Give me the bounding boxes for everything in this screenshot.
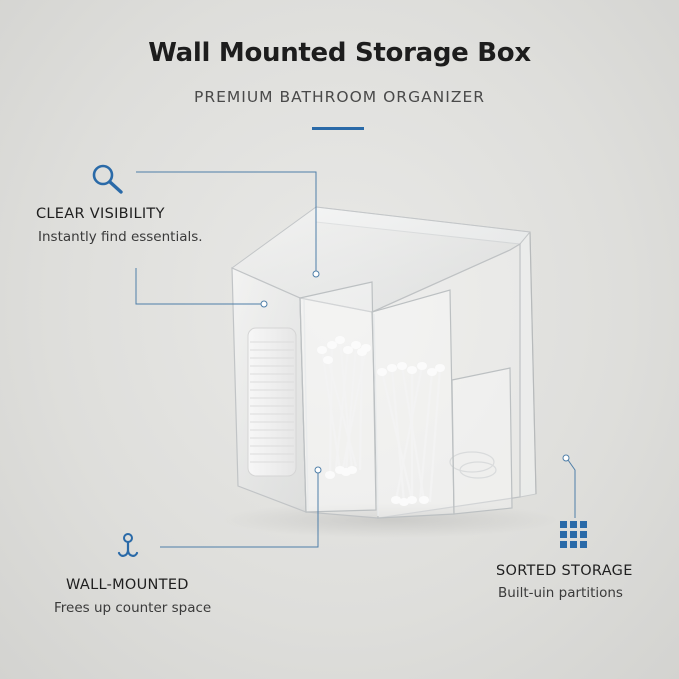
callout-line-wall-mounted — [160, 472, 319, 548]
cotton-swabs-right — [377, 362, 445, 506]
feature-title-sorted-storage: SORTED STORAGE — [496, 563, 633, 579]
feature-title-wall-mounted: WALL-MOUNTED — [66, 577, 189, 593]
hook-icon — [117, 533, 139, 557]
feature-title-clear-visibility: CLEAR VISIBILITY — [36, 206, 165, 222]
feature-desc-wall-mounted: Frees up counter space — [54, 600, 212, 616]
cotton-swabs-left — [317, 336, 371, 479]
callout-dot-2 — [260, 300, 268, 308]
callout-line-sorted-storage — [567, 459, 576, 518]
page-subtitle: PREMIUM BATHROOM ORGANIZER — [193, 88, 486, 106]
callout-dot-1 — [312, 270, 320, 278]
page-title: Wall Mounted Storage Box — [148, 38, 531, 68]
callout-dot-3 — [314, 466, 322, 474]
partitions — [299, 281, 513, 519]
hair-ties — [449, 451, 497, 479]
cotton-pads — [247, 327, 297, 477]
callout-dot-4 — [562, 454, 570, 462]
magnifier-icon — [92, 164, 123, 194]
grid-icon — [560, 521, 587, 548]
feature-desc-sorted-storage: Built-uin partitions — [498, 585, 623, 601]
callout-line-visibility-bottom — [135, 268, 262, 305]
callout-line-visibility-top — [136, 171, 317, 272]
title-accent-bar — [312, 127, 364, 130]
feature-desc-clear-visibility: Instantly find essentials. — [38, 229, 203, 245]
